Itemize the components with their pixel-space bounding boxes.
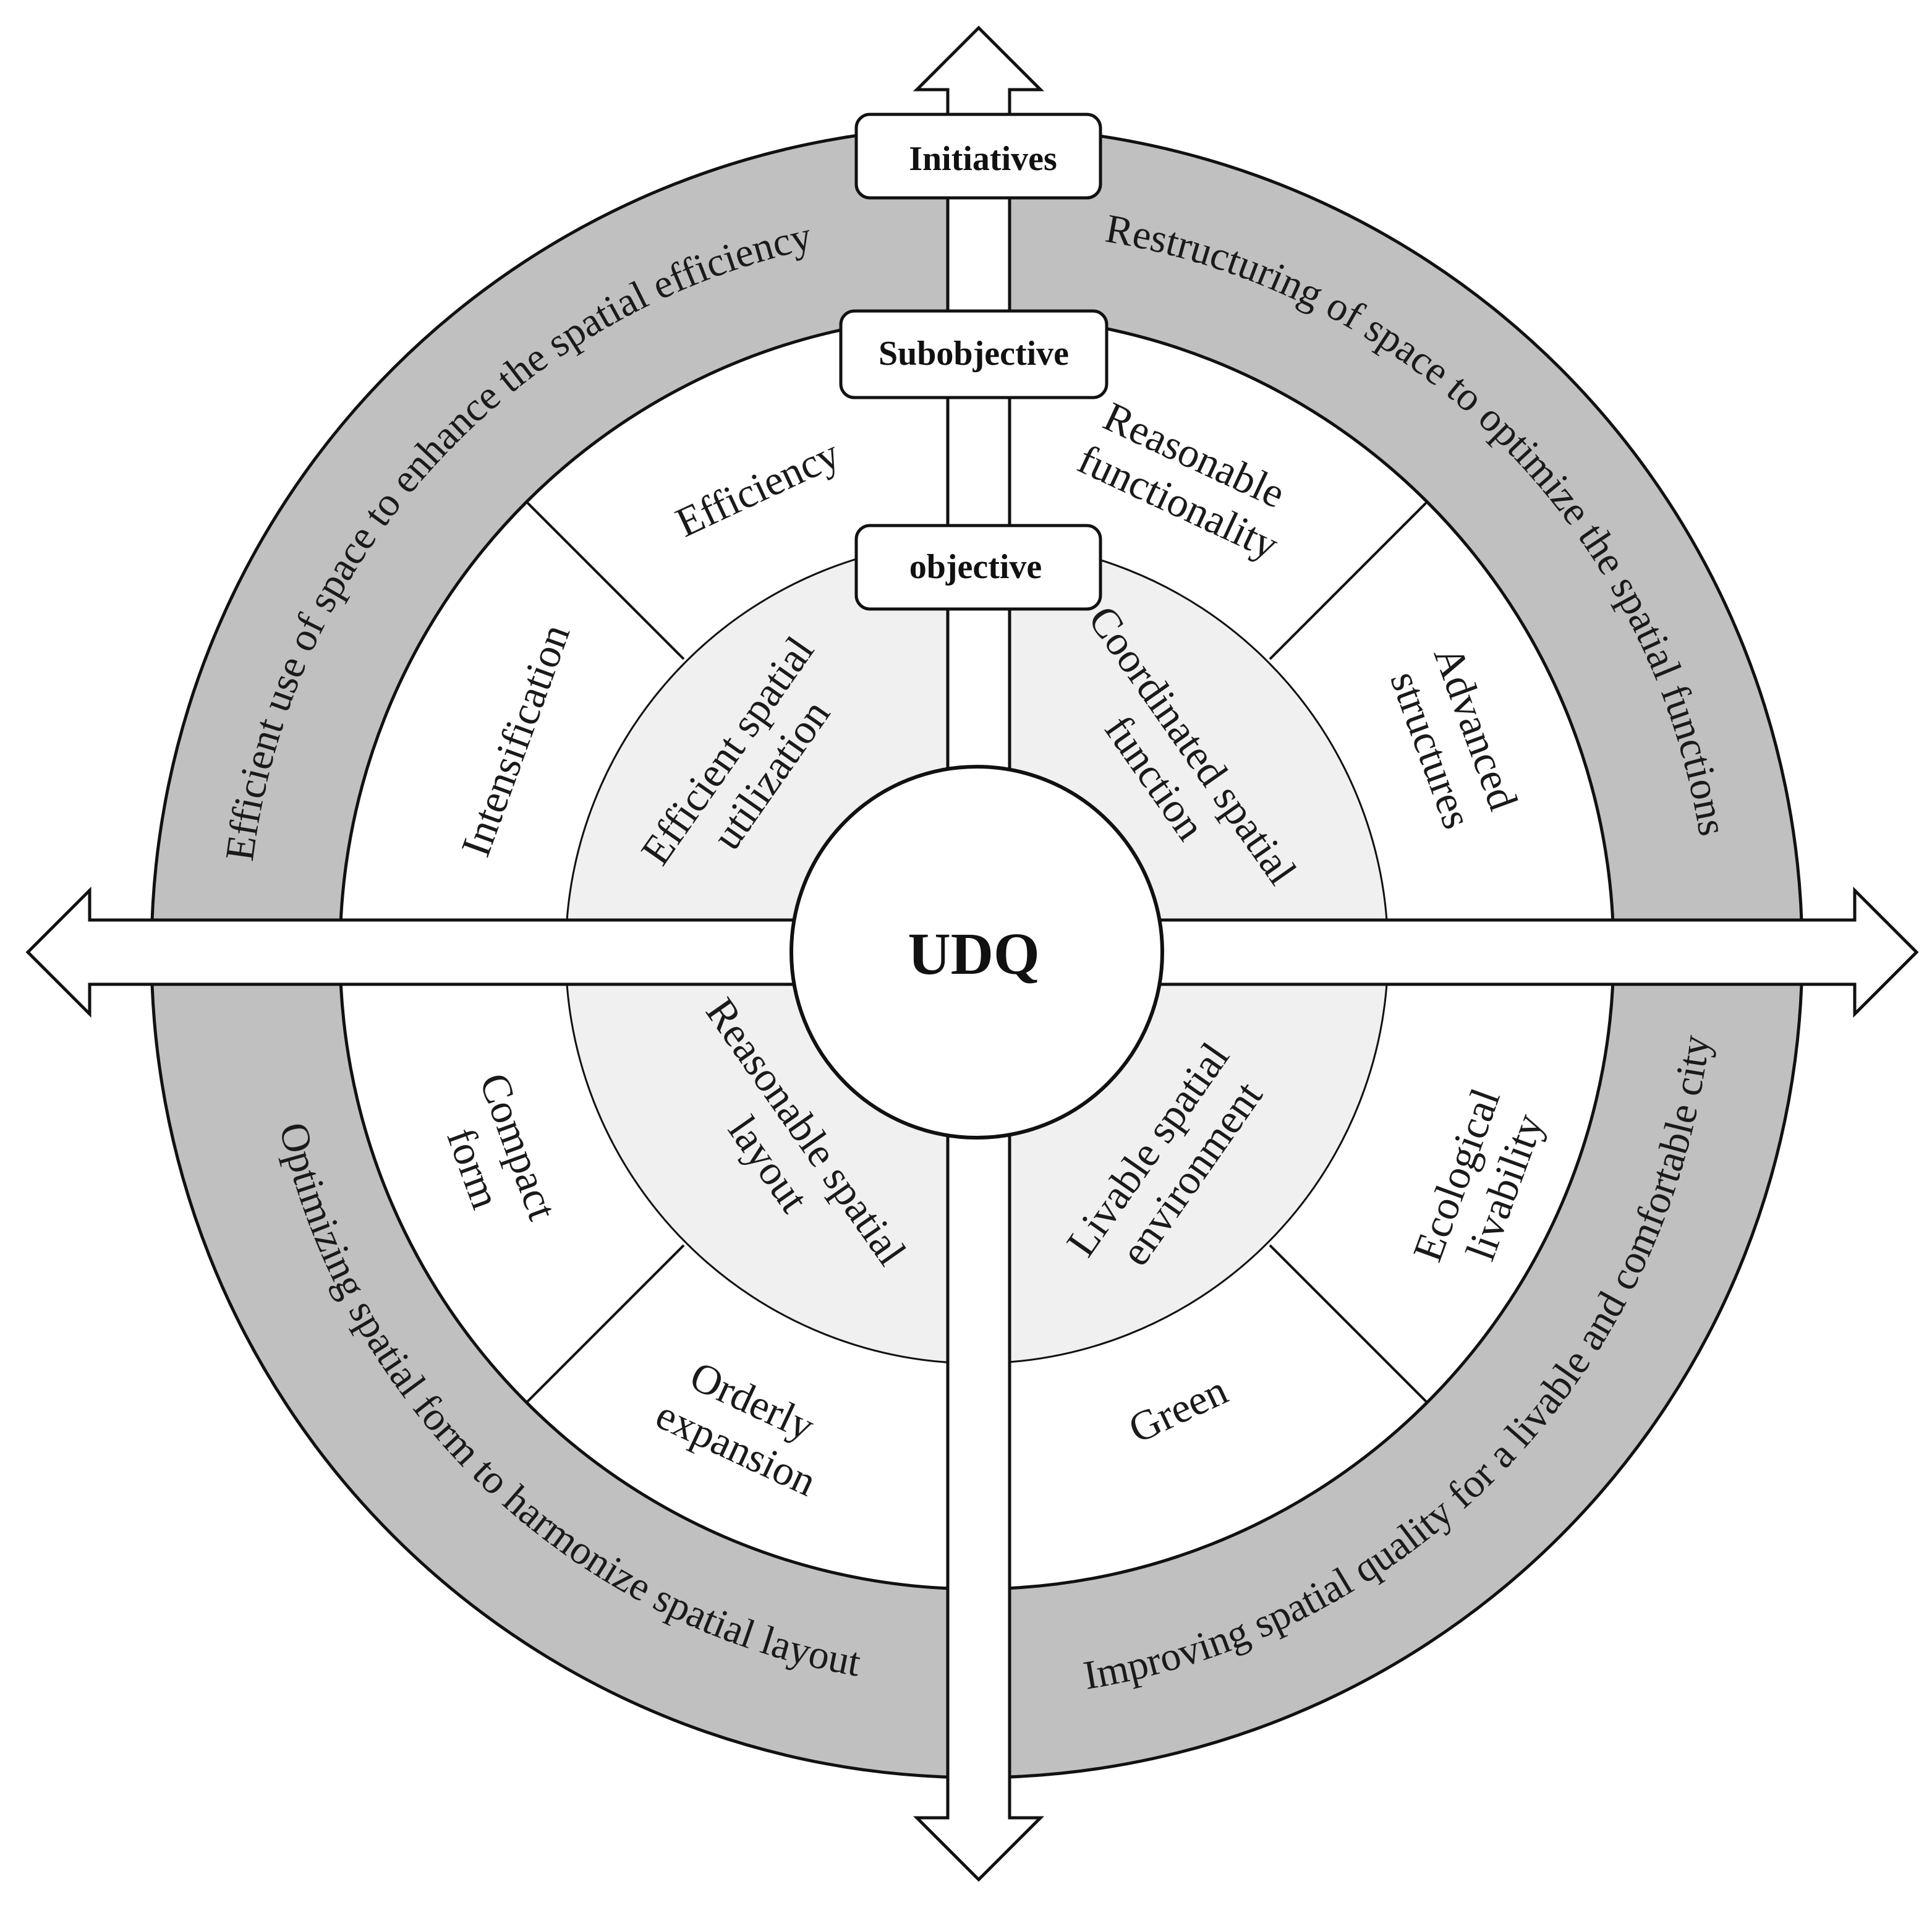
svg-text:Initiatives: Initiatives: [909, 140, 1057, 178]
objective-box: objective: [854, 524, 1102, 611]
subobjective-box: Subobjective: [839, 309, 1109, 399]
svg-text:objective: objective: [909, 548, 1042, 586]
center-label: UDQ: [908, 921, 1039, 987]
center-circle: [789, 765, 1164, 1140]
subobjective-separators: [526, 501, 1428, 1404]
svg-text:Subobjective: Subobjective: [879, 334, 1069, 373]
initiatives-box: Initiatives: [854, 113, 1102, 200]
